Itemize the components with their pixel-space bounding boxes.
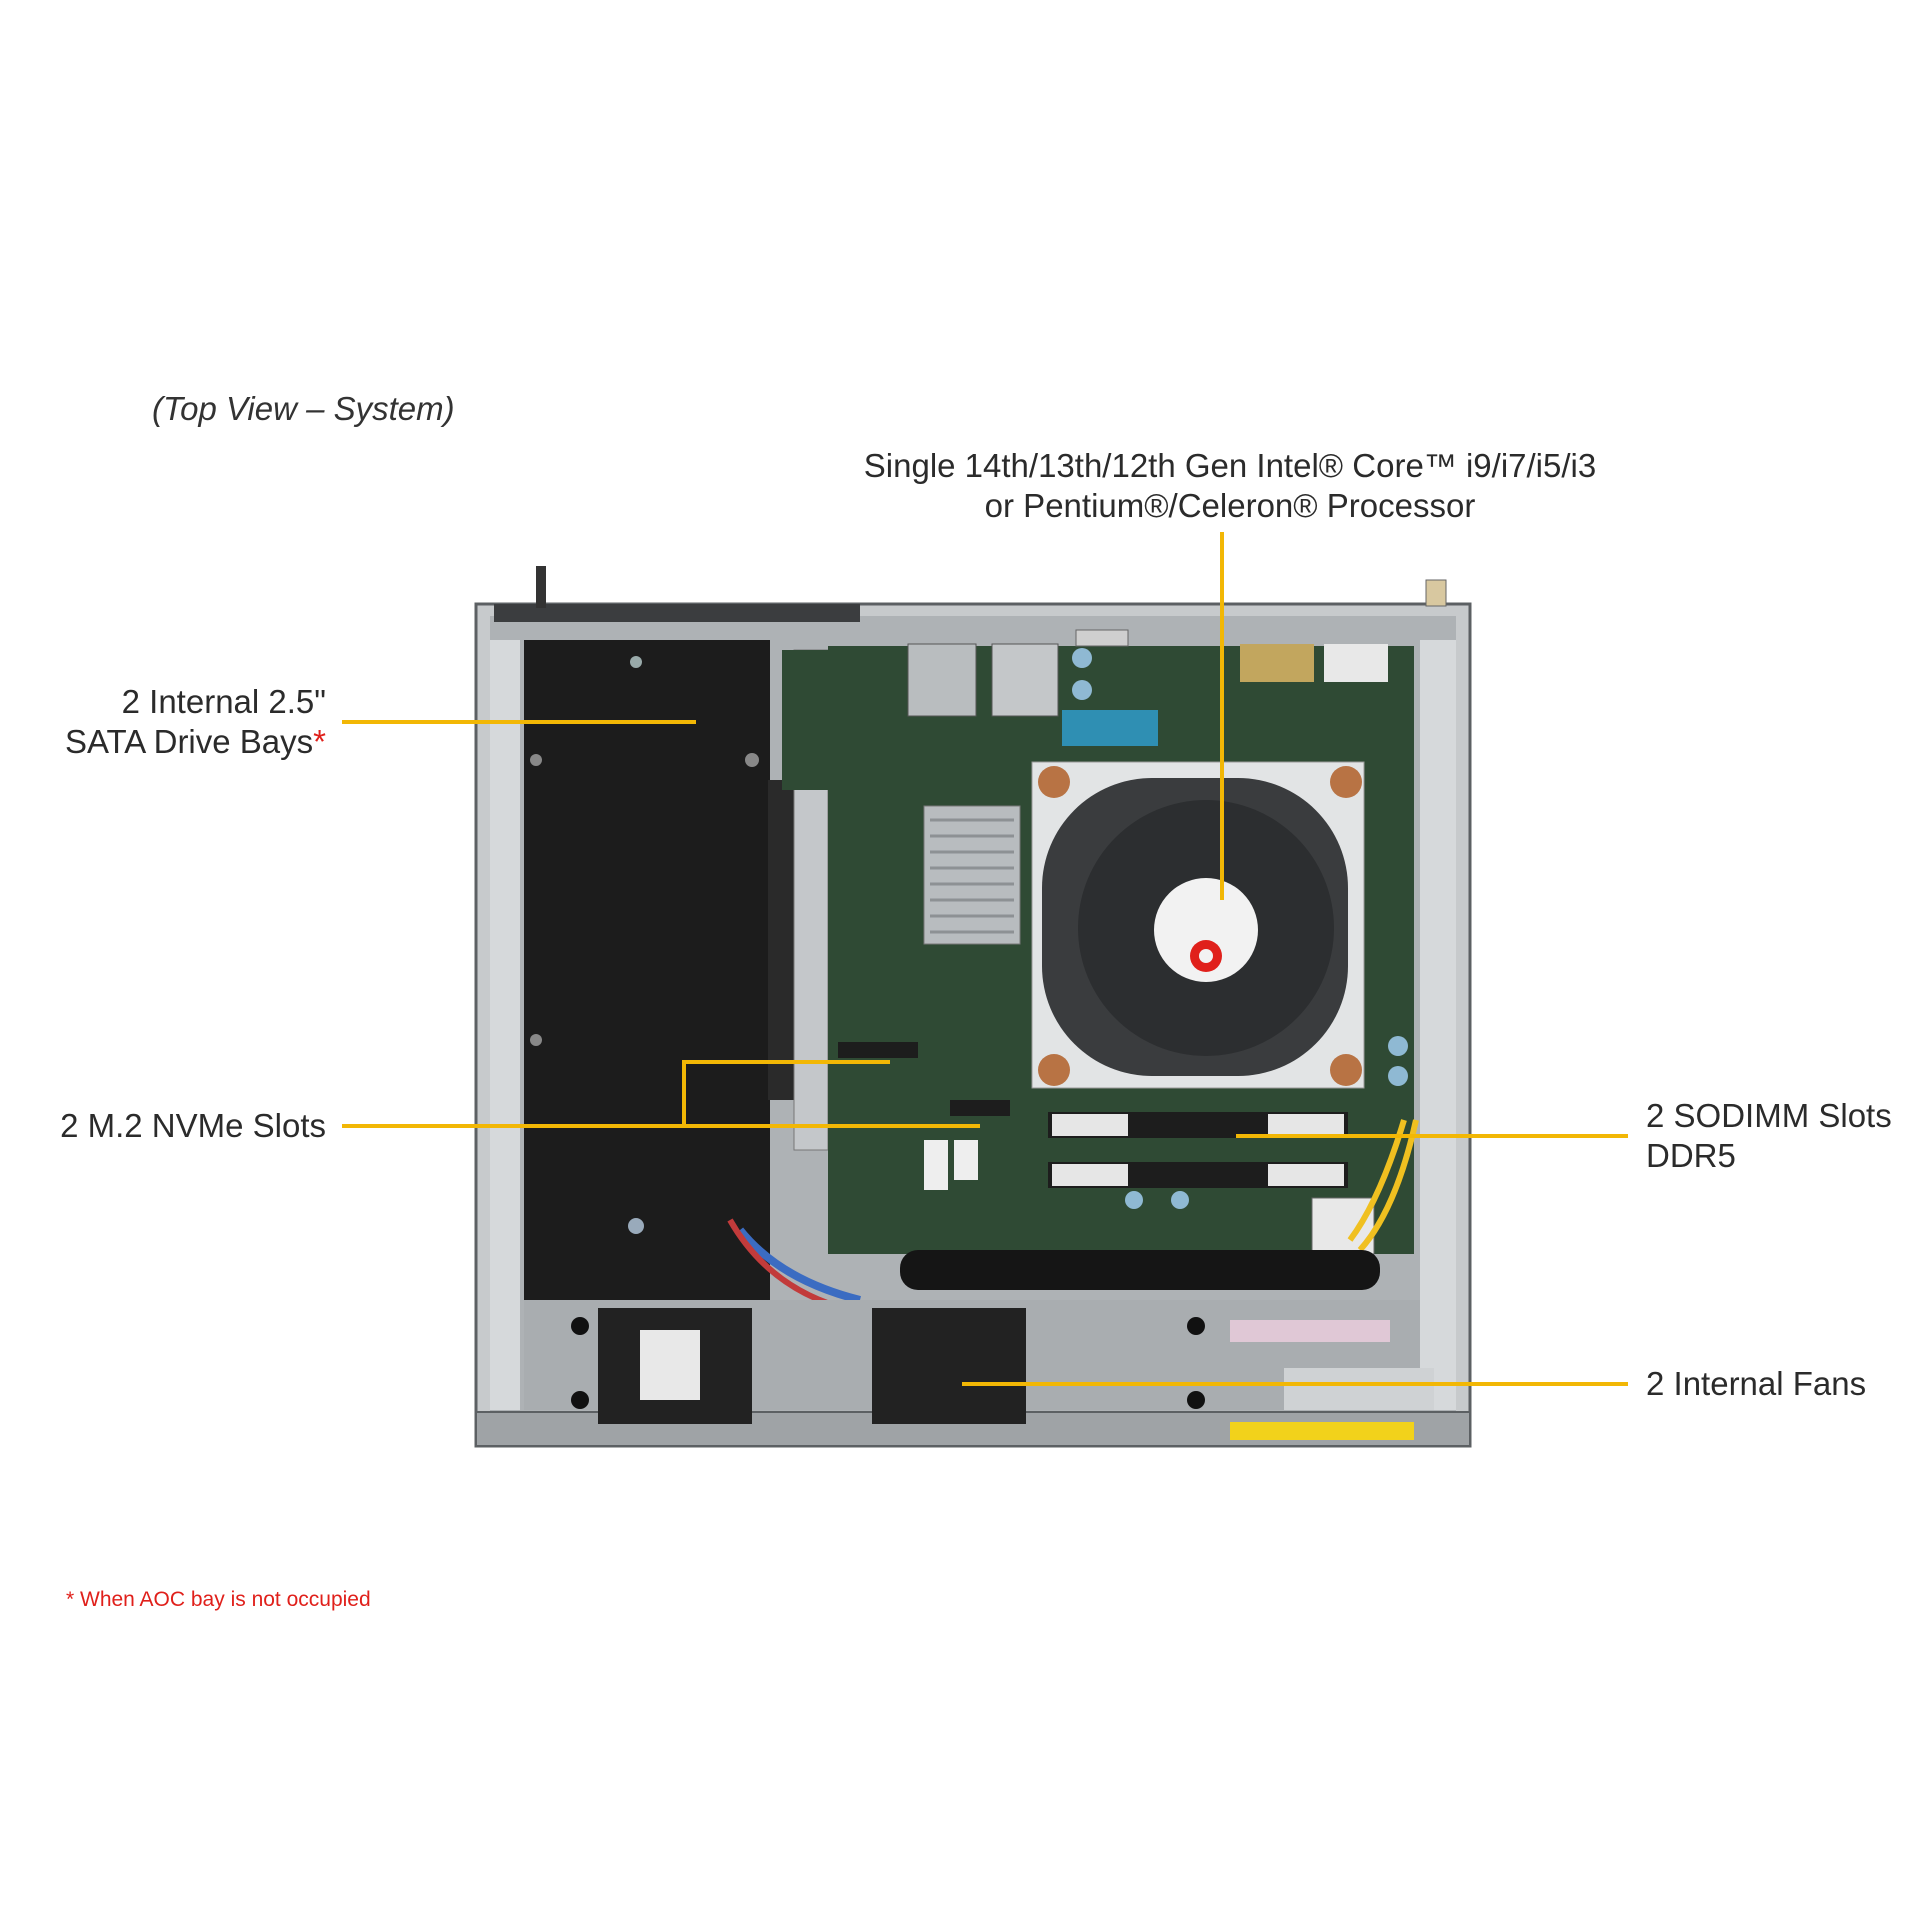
drive-bay-plate (524, 640, 829, 1300)
nvme-label: 2 M.2 NVMe Slots (60, 1107, 326, 1144)
processor-label-line2: or Pentium®/Celeron® Processor (984, 487, 1476, 524)
drive-bays-label-line1: 2 Internal 2.5" (121, 683, 326, 720)
footnote: * When AOC bay is not occupied (66, 1588, 371, 1611)
fan-area (524, 1300, 1434, 1440)
processor-label-line1: Single 14th/13th/12th Gen Intel® Core™ i… (863, 447, 1597, 484)
sodimm-label-line2: DDR5 (1646, 1137, 1736, 1174)
fans-label: 2 Internal Fans (1646, 1365, 1867, 1402)
sodimm-label: 2 SODIMM Slots DDR5 (1646, 1096, 1906, 1176)
drive-bays-label: 2 Internal 2.5" SATA Drive Bays* (30, 682, 326, 762)
drive-bays-label-line2: SATA Drive Bays (64, 723, 314, 760)
drive-bays-asterisk: * (313, 723, 326, 760)
view-caption: (Top View – System) (152, 390, 455, 427)
motherboard (727, 629, 1419, 1313)
sodimm-label-line1: 2 SODIMM Slots (1646, 1097, 1892, 1134)
processor-label: Single 14th/13th/12th Gen Intel® Core™ i… (860, 446, 1600, 526)
